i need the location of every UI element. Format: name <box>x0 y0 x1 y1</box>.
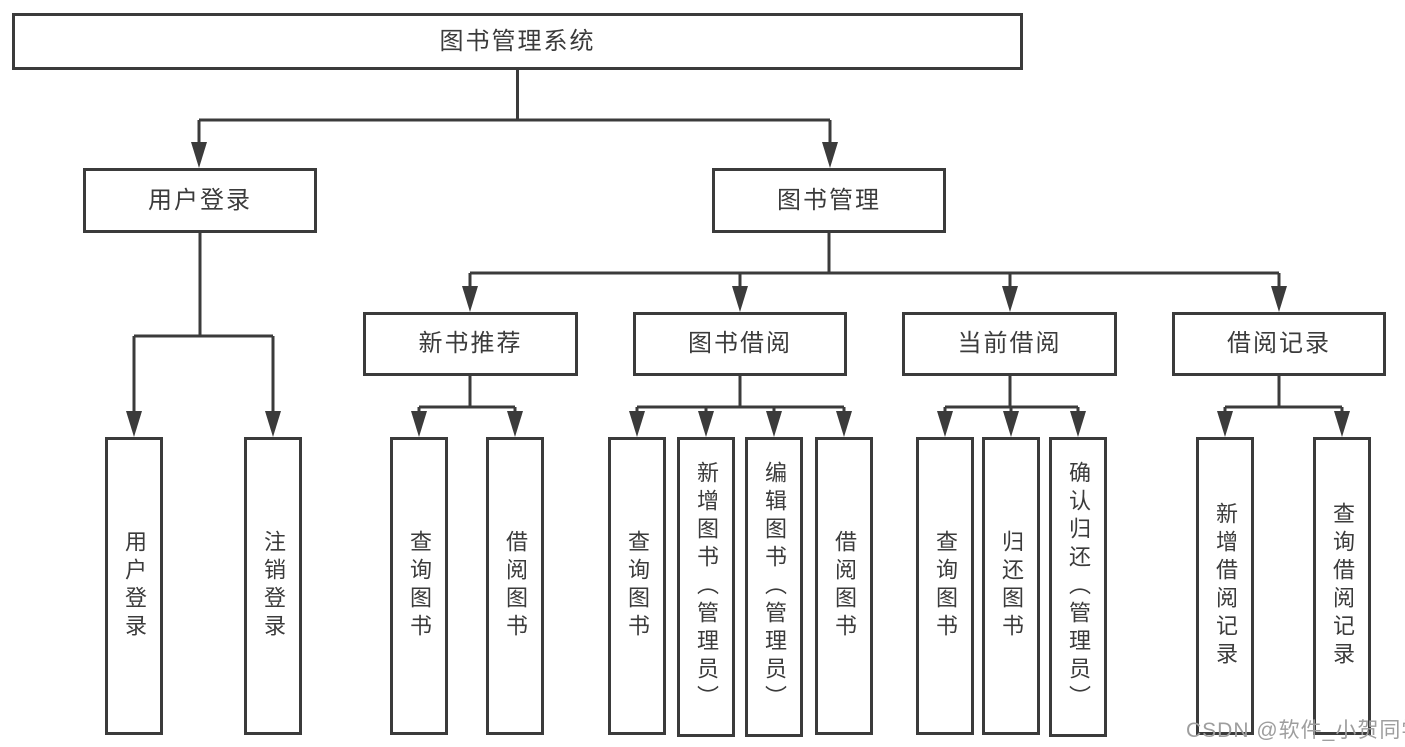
csdn-watermark: CSDN @软件_小贺同学 <box>1186 719 1405 742</box>
connector-records-to-leaves <box>1223 376 1344 413</box>
leaf-add-borrow-record: 新增借阅记录 <box>1196 437 1254 735</box>
arrowhead <box>698 411 714 437</box>
arrowhead <box>1334 411 1350 437</box>
node-book-borrow: 图书借阅 <box>633 312 847 376</box>
node-root-library-system: 图书管理系统 <box>12 13 1023 70</box>
arrowhead <box>937 411 953 437</box>
arrowhead <box>1217 411 1233 437</box>
arrowhead <box>1271 286 1287 312</box>
leaf-search-book-current: 查询图书 <box>916 437 974 735</box>
arrowhead <box>822 142 838 168</box>
leaf-user-login: 用户登录 <box>105 437 163 735</box>
arrowhead <box>1070 411 1086 437</box>
leaf-return-book: 归还图书 <box>982 437 1040 735</box>
arrowhead <box>411 411 427 437</box>
arrowhead <box>191 142 207 168</box>
connector-currentborrow-to-leaves <box>943 376 1080 413</box>
leaf-search-borrow-record: 查询借阅记录 <box>1313 437 1371 735</box>
leaf-search-book-borrow: 查询图书 <box>608 437 666 735</box>
arrowhead <box>766 411 782 437</box>
leaf-add-book-admin: 新增图书（管理员） <box>677 437 735 737</box>
node-user-login: 用户登录 <box>83 168 317 233</box>
connector-newbook-to-leaves <box>417 376 517 413</box>
node-book-management: 图书管理 <box>712 168 946 233</box>
arrowhead <box>265 411 281 437</box>
leaf-borrow-book-recommend: 借阅图书 <box>486 437 544 735</box>
connector-userlogin-to-leaves <box>132 233 275 413</box>
node-new-book-recommend: 新书推荐 <box>363 312 578 376</box>
leaf-logout: 注销登录 <box>244 437 302 735</box>
node-borrow-records: 借阅记录 <box>1172 312 1386 376</box>
leaf-search-book-recommend: 查询图书 <box>390 437 448 735</box>
arrowhead <box>836 411 852 437</box>
arrowhead <box>1002 286 1018 312</box>
leaf-confirm-return-admin: 确认归还（管理员） <box>1049 437 1107 737</box>
arrowhead <box>507 411 523 437</box>
connector-bookmgmt-to-level3 <box>468 233 1281 289</box>
node-current-borrow: 当前借阅 <box>902 312 1117 376</box>
arrowhead <box>126 411 142 437</box>
leaf-borrow-book: 借阅图书 <box>815 437 873 735</box>
leaf-edit-book-admin: 编辑图书（管理员） <box>745 437 803 737</box>
arrowhead <box>629 411 645 437</box>
connector-bookborrow-to-leaves <box>635 376 846 413</box>
arrowhead <box>732 286 748 312</box>
connector-root-to-level2 <box>197 70 832 143</box>
arrowhead <box>462 286 478 312</box>
arrowhead <box>1003 411 1019 437</box>
